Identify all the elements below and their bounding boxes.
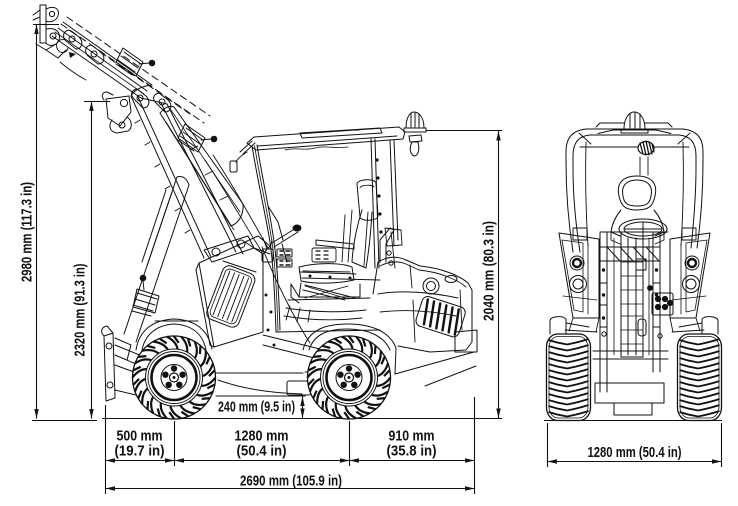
svg-text:500 mm: 500 mm <box>117 428 163 445</box>
svg-text:910 mm: 910 mm <box>389 428 435 445</box>
svg-text:(35.8 in): (35.8 in) <box>387 443 437 460</box>
svg-text:2320 mm (91.3 in): 2320 mm (91.3 in) <box>72 263 89 356</box>
svg-text:(50.4 in): (50.4 in) <box>237 443 287 460</box>
svg-text:2690 mm (105.9 in): 2690 mm (105.9 in) <box>240 473 342 490</box>
svg-text:2980 mm (117.3 in): 2980 mm (117.3 in) <box>19 182 36 282</box>
svg-text:(19.7 in): (19.7 in) <box>115 443 165 460</box>
svg-text:2040 mm (80.3 in): 2040 mm (80.3 in) <box>481 221 498 321</box>
svg-text:240 mm (9.5 in): 240 mm (9.5 in) <box>218 399 295 416</box>
svg-text:1280 mm (50.4 in): 1280 mm (50.4 in) <box>588 444 682 461</box>
svg-text:1280 mm: 1280 mm <box>235 428 289 445</box>
